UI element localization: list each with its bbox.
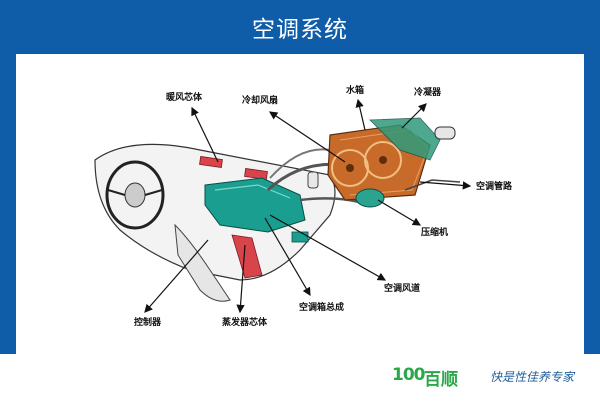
red-duct-right xyxy=(244,168,268,180)
red-duct-lower xyxy=(231,234,263,279)
label-cooling-fan: 冷却风扇 xyxy=(242,96,279,106)
brand-slogan: 快是性佳养专家 xyxy=(490,370,575,384)
arrow-radiator xyxy=(355,98,366,131)
label-ac-pipe: 空调管路 xyxy=(476,182,513,192)
label-radiator: 水箱 xyxy=(346,86,365,96)
cooling-fan-1 xyxy=(331,149,369,187)
arrow-evaporator-core xyxy=(236,244,246,314)
compressor xyxy=(355,188,385,208)
condenser-canister xyxy=(434,126,456,140)
arrow-ac-box xyxy=(264,217,311,297)
receiver-drier xyxy=(307,171,319,189)
dashboard-lower xyxy=(174,223,231,302)
label-heater-core: 暖风芯体 xyxy=(166,93,203,103)
ac-box-body xyxy=(204,177,306,233)
arrow-ac-duct xyxy=(269,214,387,281)
arrow-cooling-fan xyxy=(269,111,346,163)
arrow-condenser xyxy=(401,103,427,129)
label-compressor: 压缩机 xyxy=(421,228,449,238)
steering-wheel xyxy=(105,160,165,230)
label-ac-duct: 空调风道 xyxy=(384,284,421,294)
arrow-controller xyxy=(144,239,209,313)
arrow-compressor xyxy=(377,199,422,226)
arrow-heater-core xyxy=(191,106,219,163)
cooling-fan-2 xyxy=(364,141,402,179)
page-title: 空调系统 xyxy=(252,17,348,43)
arrow-ac-pipe xyxy=(419,181,472,190)
label-evaporator-core: 蒸发器芯体 xyxy=(222,318,268,328)
label-condenser: 冷凝器 xyxy=(414,88,442,98)
brand-logo-name: 百顺 xyxy=(424,370,458,390)
footer-bar xyxy=(0,354,600,401)
label-controller: 控制器 xyxy=(134,318,162,328)
brand-logo-number: 100 xyxy=(392,365,425,385)
label-ac-box: 空调箱总成 xyxy=(299,303,345,313)
